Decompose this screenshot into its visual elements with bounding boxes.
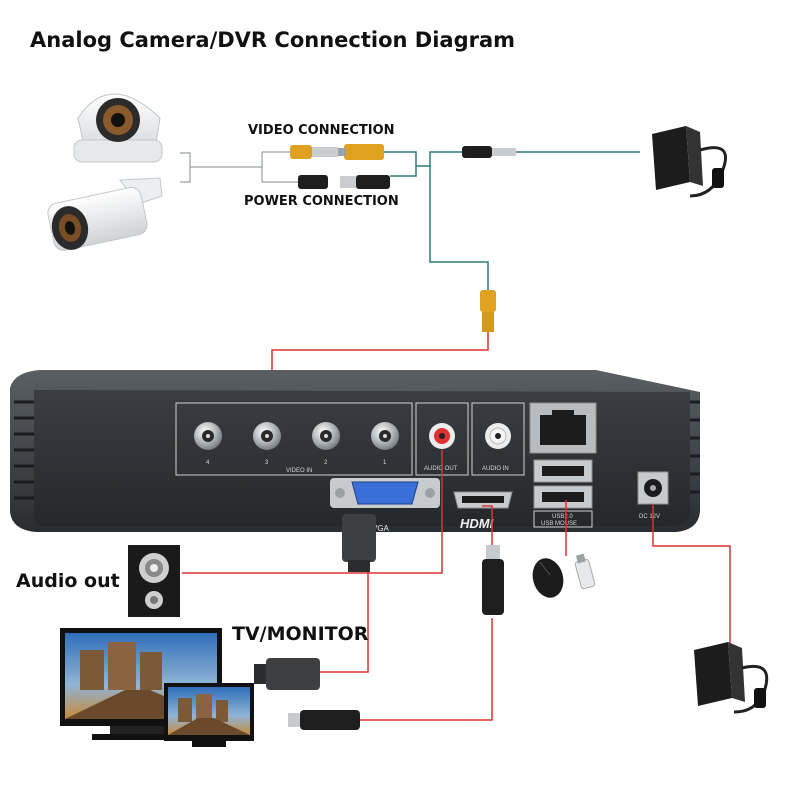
tv-monitor-small-icon: [164, 683, 254, 747]
usb-label: USB2.0: [552, 514, 573, 520]
red-signal-lines: [182, 450, 731, 721]
hdmi-label: HDMI: [460, 516, 494, 531]
hdmi-port[interactable]: [453, 491, 513, 509]
tv-monitor-label: TV/MONITOR: [232, 623, 369, 645]
camera-bracket-lines: [180, 151, 298, 183]
audio-in-port[interactable]: [485, 423, 511, 449]
power-connection-label: POWER CONNECTION: [244, 194, 399, 209]
dome-camera-icon: [73, 93, 163, 163]
video-connection-label: VIDEO CONNECTION: [248, 123, 395, 138]
channel-number-2: 2: [324, 460, 328, 466]
ethernet-port[interactable]: [529, 402, 597, 454]
channel-number-3: 3: [265, 460, 269, 466]
hdmi-cable-plug-icon: [482, 545, 504, 615]
bnc-port-1[interactable]: [371, 422, 399, 450]
video-in-panel: [175, 402, 413, 476]
vga-label: VGA: [372, 524, 390, 533]
monitor-vga-plug-icon: [254, 658, 320, 690]
bullet-camera-icon: [47, 177, 163, 251]
usb-port-top[interactable]: [533, 459, 593, 483]
monitor-hdmi-plug-icon: [288, 710, 360, 730]
usb-mouse-icon: [532, 558, 564, 598]
bnc-port-4[interactable]: [194, 422, 222, 450]
power-adapter-bottom-icon: [694, 642, 769, 714]
usb-mouse-label: USB MOUSE: [541, 521, 577, 527]
vga-port[interactable]: [330, 478, 440, 508]
audio-out-label: Audio out: [16, 570, 120, 592]
bnc-port-3[interactable]: [253, 422, 281, 450]
bnc-connector-icon: [480, 290, 496, 332]
video-in-label: VIDEO IN: [286, 468, 312, 474]
usb-dongle-icon: [574, 553, 596, 590]
bnc-port-2[interactable]: [312, 422, 340, 450]
dvr-recorder: [10, 370, 700, 532]
dc-12v-label: DC 12V: [639, 514, 660, 520]
power-cable-connectors: [298, 175, 390, 189]
usb-label-box: [533, 510, 593, 528]
audio-in-port-label: AUDIO IN: [482, 466, 509, 472]
dc-plug-icon: [462, 146, 516, 158]
page-title: Analog Camera/DVR Connection Diagram: [30, 28, 515, 52]
power-adapter-top-icon: [652, 126, 727, 198]
teal-connection-lines: [384, 151, 640, 290]
usb-port-bottom[interactable]: [533, 485, 593, 509]
audio-in-panel: [471, 402, 525, 476]
channel-number-4: 4: [206, 460, 210, 466]
audio-out-port[interactable]: [429, 423, 455, 449]
dc-power-port[interactable]: [637, 471, 669, 505]
channel-number-1: 1: [383, 460, 387, 466]
vga-cable-plug-icon: [342, 514, 376, 572]
speaker-icon: [128, 545, 180, 617]
audio-out-port-label: AUDIO OUT: [424, 466, 458, 472]
video-cable-connectors: [290, 144, 384, 160]
